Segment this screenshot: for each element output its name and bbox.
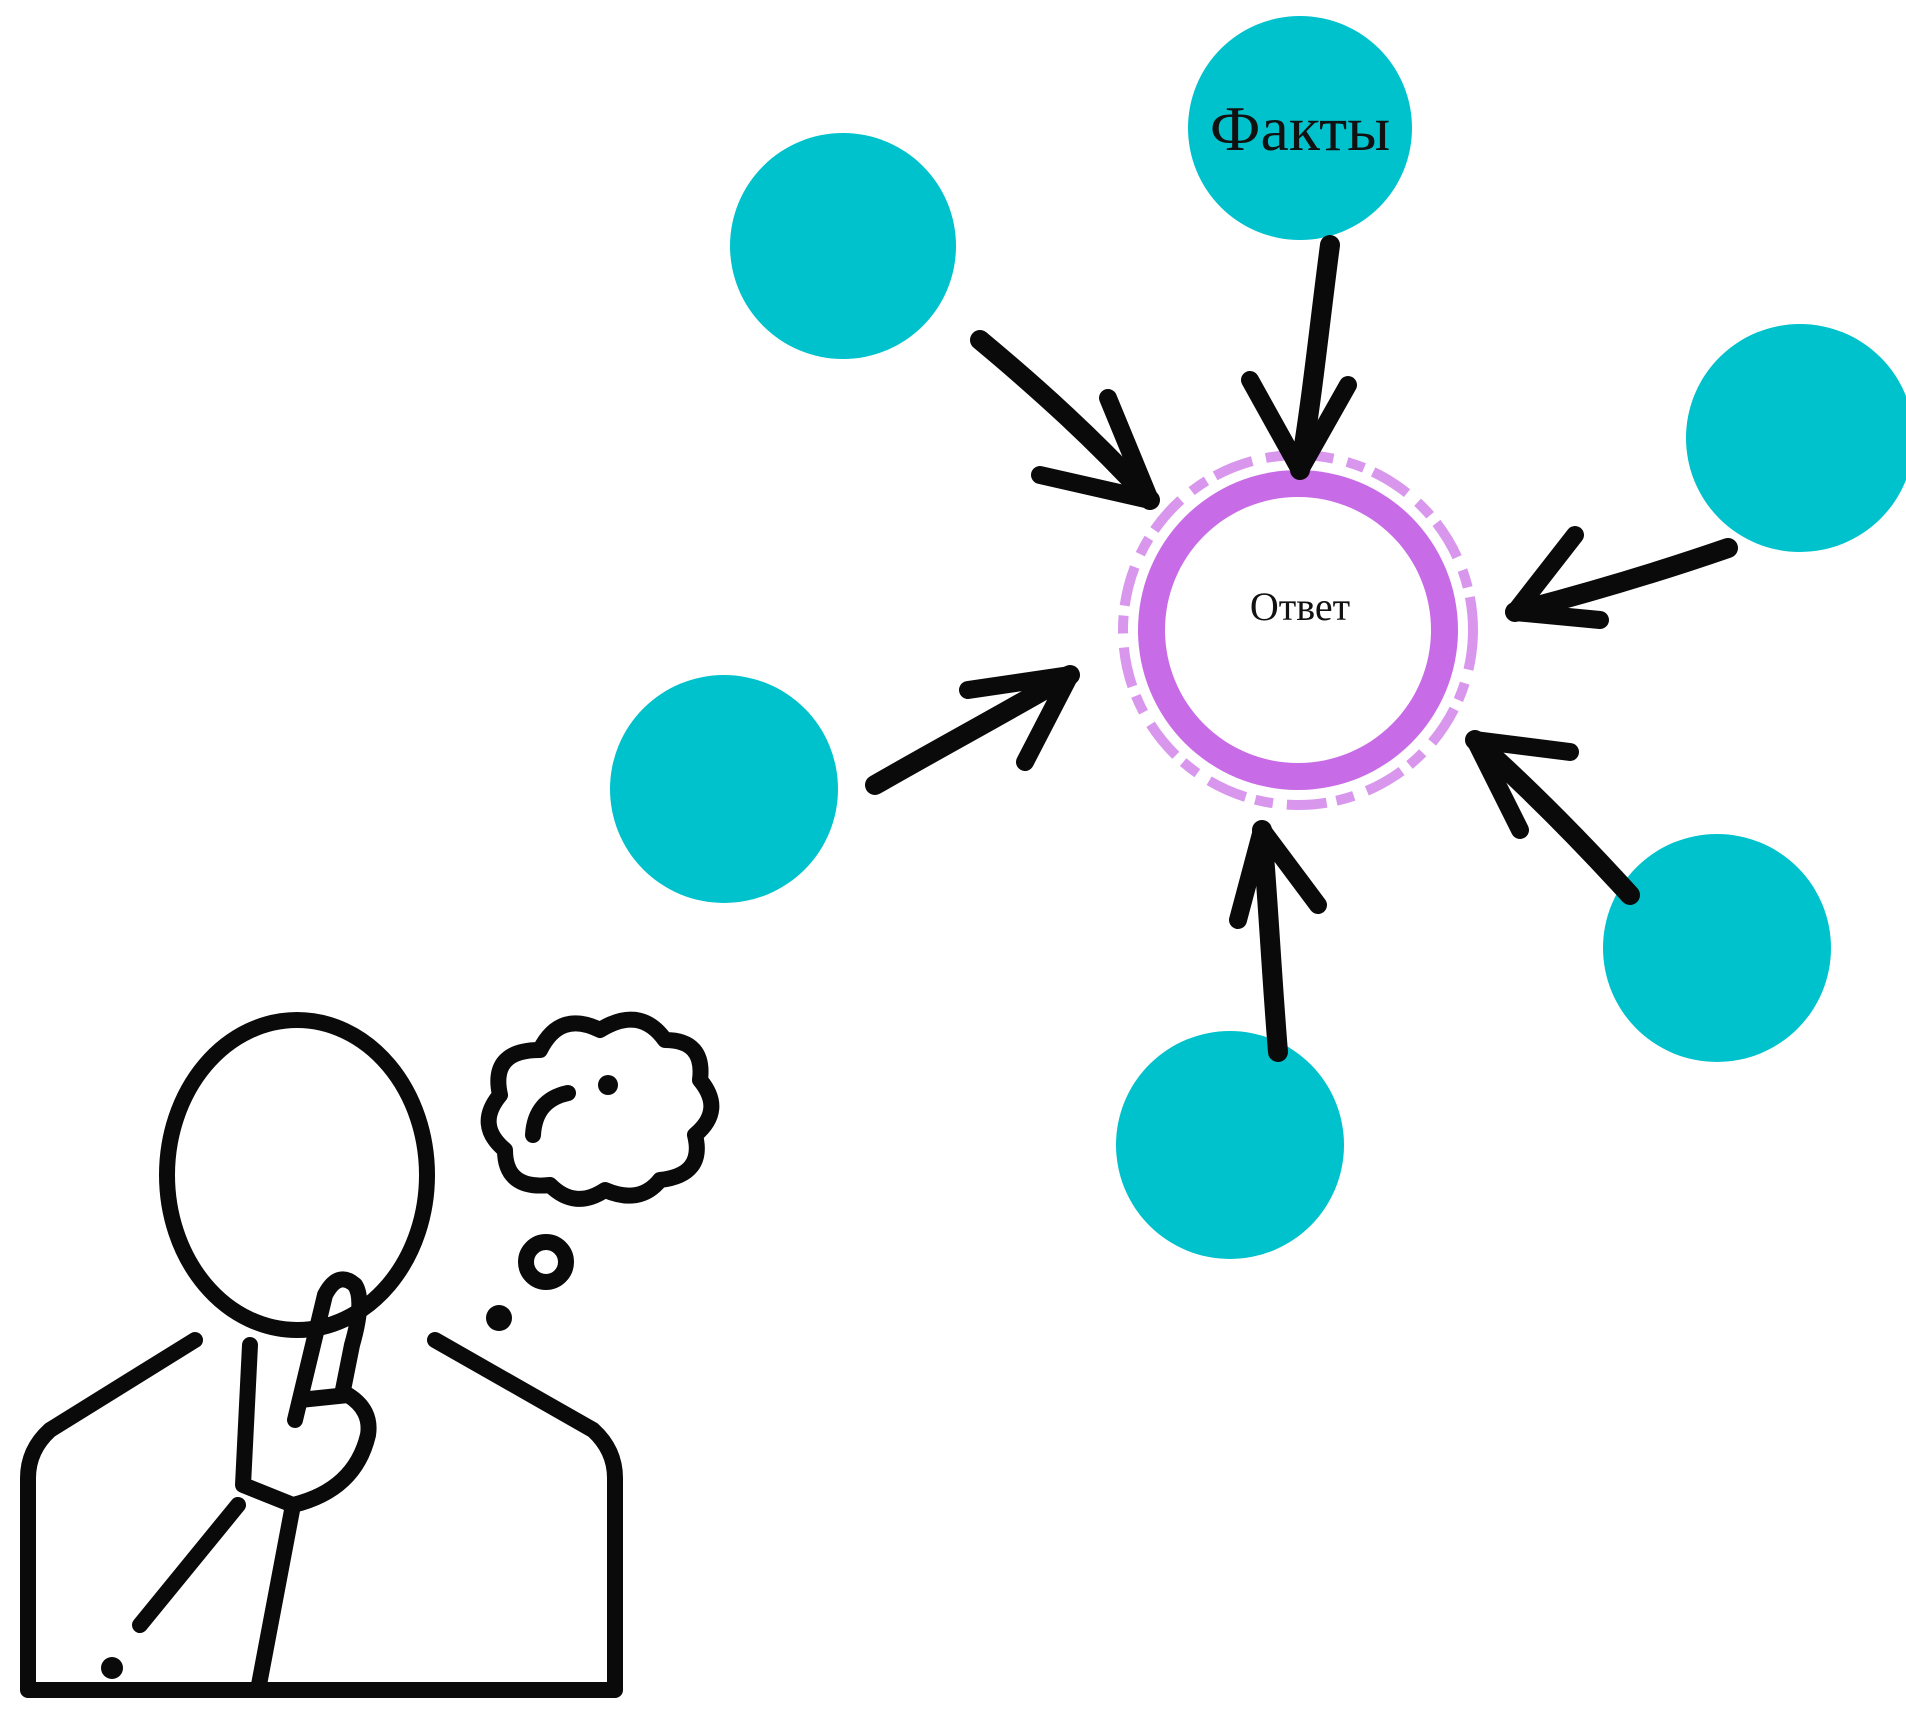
fact-circle-lower-right: [1603, 834, 1831, 1062]
arrow-from-right-head: [1506, 526, 1609, 629]
thought-swirl: [525, 1085, 576, 1143]
fact-circle-bottom: [1116, 1031, 1344, 1259]
thought-bubble-tiny: [486, 1305, 512, 1331]
body-dot: [101, 1657, 123, 1679]
fact-label-top: Факты: [1210, 93, 1390, 164]
arrow-from-top-head: [1241, 371, 1357, 479]
fact-nodes: Факты: [610, 16, 1906, 1259]
fact-node-right: [1686, 324, 1906, 552]
answer-node: Ответ: [1118, 450, 1478, 810]
arrow-from-top: [1241, 235, 1357, 480]
arrow-from-upper-left: [970, 330, 1160, 510]
fact-node-top: Факты: [1188, 16, 1412, 240]
fact-node-upper-left: [730, 133, 956, 359]
thinking-person-icon: [20, 1012, 623, 1698]
hand-fist: [235, 1337, 377, 1513]
arrow-from-top-shaft: [1290, 235, 1340, 480]
arrow-from-lower-right-head: [1466, 731, 1579, 839]
fact-node-lower-right: [1603, 834, 1831, 1062]
fact-circle-top: [1188, 16, 1412, 240]
arrow-from-bottom: [1229, 820, 1327, 1062]
arrow-from-left-head: [959, 666, 1079, 771]
answer-label: Ответ: [1250, 584, 1350, 629]
arrow-from-lower-right-shaft: [1465, 730, 1640, 905]
arrow-from-bottom-shaft: [1252, 820, 1288, 1062]
thought-dot: [598, 1075, 618, 1095]
thought-cloud: [480, 1011, 720, 1207]
arrow-from-left: [865, 665, 1080, 795]
arrow-from-upper-left-head: [1031, 389, 1159, 509]
answer-inner: [1165, 497, 1431, 763]
head-outline: [159, 1012, 435, 1338]
hand-finger: [287, 1271, 368, 1428]
fact-circle-upper-left: [730, 133, 956, 359]
fact-node-bottom: [1116, 1031, 1344, 1259]
arrow-from-upper-left-shaft: [970, 330, 1160, 510]
thought-bubble-icon: [480, 1011, 720, 1331]
arrow-from-lower-right: [1465, 730, 1640, 905]
fact-circle-right: [1686, 324, 1906, 552]
fact-node-left: [610, 675, 838, 903]
arm-sleeve: [250, 1497, 301, 1698]
arm-line: [132, 1497, 246, 1633]
fact-circle-left: [610, 675, 838, 903]
arrows: [865, 235, 1738, 1062]
arrow-from-left-shaft: [865, 665, 1080, 795]
arrow-from-right: [1505, 526, 1738, 629]
body-outline: [20, 1332, 623, 1698]
thought-bubble-small: [518, 1234, 574, 1290]
arrow-from-bottom-head: [1229, 821, 1327, 929]
